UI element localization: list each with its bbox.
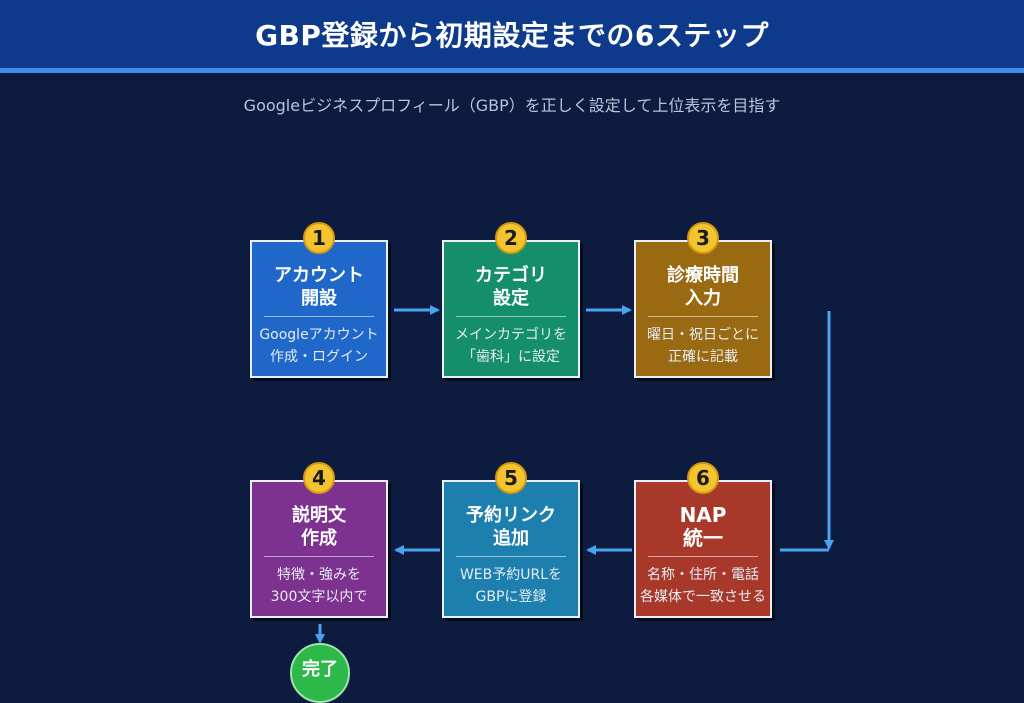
step-3-divider: [648, 316, 758, 317]
step-6-number-badge: 6: [687, 462, 719, 494]
step-6-description: 名称・住所・電話 各媒体で一致させる: [636, 564, 770, 608]
step-5-title-line1: 予約リンク: [466, 505, 556, 526]
step-4-number-badge: 4: [303, 462, 335, 494]
page-subtitle: Googleビジネスプロフィール（GBP）を正しく設定して上位表示を目指す: [243, 96, 781, 115]
step-2-number-badge: 2: [495, 222, 527, 254]
step-5-description: WEB予約URLを GBPに登録: [444, 564, 578, 608]
step-1-desc-line2: 作成・ログイン: [270, 349, 368, 365]
step-6-title: NAP 統一: [636, 504, 770, 550]
step-1-description: Googleアカウント 作成・ログイン: [252, 324, 386, 368]
step-4-description: 特徴・強みを 300文字以内で: [252, 564, 386, 608]
step-5-number-badge: 5: [495, 462, 527, 494]
step-5-title-line2: 追加: [493, 528, 529, 549]
step-2-title-line1: カテゴリ: [475, 265, 547, 286]
step-1-desc-line1: Googleアカウント: [259, 327, 379, 343]
step-1-number-badge: 1: [303, 222, 335, 254]
step-3-desc-line2: 正確に記載: [668, 349, 738, 365]
step-1-title-line1: アカウント: [274, 265, 364, 286]
step-card-4: 説明文 作成 特徴・強みを 300文字以内で: [250, 480, 388, 618]
step-2-title-line2: 設定: [493, 288, 529, 309]
step-6-title-line2: 統一: [683, 526, 723, 550]
step-4-title: 説明文 作成: [252, 504, 386, 550]
step-1-title-line2: 開設: [301, 288, 337, 309]
step-5-desc-line2: GBPに登録: [475, 589, 547, 605]
step-card-5: 予約リンク 追加 WEB予約URLを GBPに登録: [442, 480, 580, 618]
step-2-desc-line1: メインカテゴリを: [455, 327, 567, 343]
header-bar: GBP登録から初期設定までの6ステップ: [0, 0, 1024, 68]
step-6-desc-line1: 名称・住所・電話: [647, 567, 759, 583]
step-card-6: NAP 統一 名称・住所・電話 各媒体で一致させる: [634, 480, 772, 618]
step-1-divider: [264, 316, 374, 317]
step-4-title-line2: 作成: [301, 528, 337, 549]
step-4-divider: [264, 556, 374, 557]
step-4-desc-line2: 300文字以内で: [270, 589, 368, 605]
step-2-description: メインカテゴリを 「歯科」に設定: [444, 324, 578, 368]
step-2-title: カテゴリ 設定: [444, 264, 578, 310]
step-3-desc-line1: 曜日・祝日ごとに: [647, 327, 759, 343]
done-badge: 完了: [290, 643, 350, 703]
step-6-title-line1: NAP: [679, 503, 727, 527]
step-3-title-line2: 入力: [685, 288, 721, 309]
step-3-title-line1: 診療時間: [667, 265, 739, 286]
step-card-1: アカウント 開設 Googleアカウント 作成・ログイン: [250, 240, 388, 378]
header-accent-line: [0, 68, 1024, 73]
step-4-title-line1: 説明文: [292, 505, 346, 526]
step-3-title: 診療時間 入力: [636, 264, 770, 310]
step-2-divider: [456, 316, 566, 317]
step-card-3: 診療時間 入力 曜日・祝日ごとに 正確に記載: [634, 240, 772, 378]
step-2-desc-line2: 「歯科」に設定: [462, 349, 560, 365]
page-title: GBP登録から初期設定までの6ステップ: [255, 19, 769, 52]
step-6-desc-line2: 各媒体で一致させる: [640, 589, 766, 605]
step-5-title: 予約リンク 追加: [444, 504, 578, 550]
step-3-number-badge: 3: [687, 222, 719, 254]
step-4-desc-line1: 特徴・強みを: [277, 567, 361, 583]
flow-connectors: [315, 305, 834, 644]
step-3-description: 曜日・祝日ごとに 正確に記載: [636, 324, 770, 368]
step-6-divider: [648, 556, 758, 557]
step-1-title: アカウント 開設: [252, 264, 386, 310]
step-5-desc-line1: WEB予約URLを: [459, 567, 563, 583]
step-card-2: カテゴリ 設定 メインカテゴリを 「歯科」に設定: [442, 240, 580, 378]
step-5-divider: [456, 556, 566, 557]
